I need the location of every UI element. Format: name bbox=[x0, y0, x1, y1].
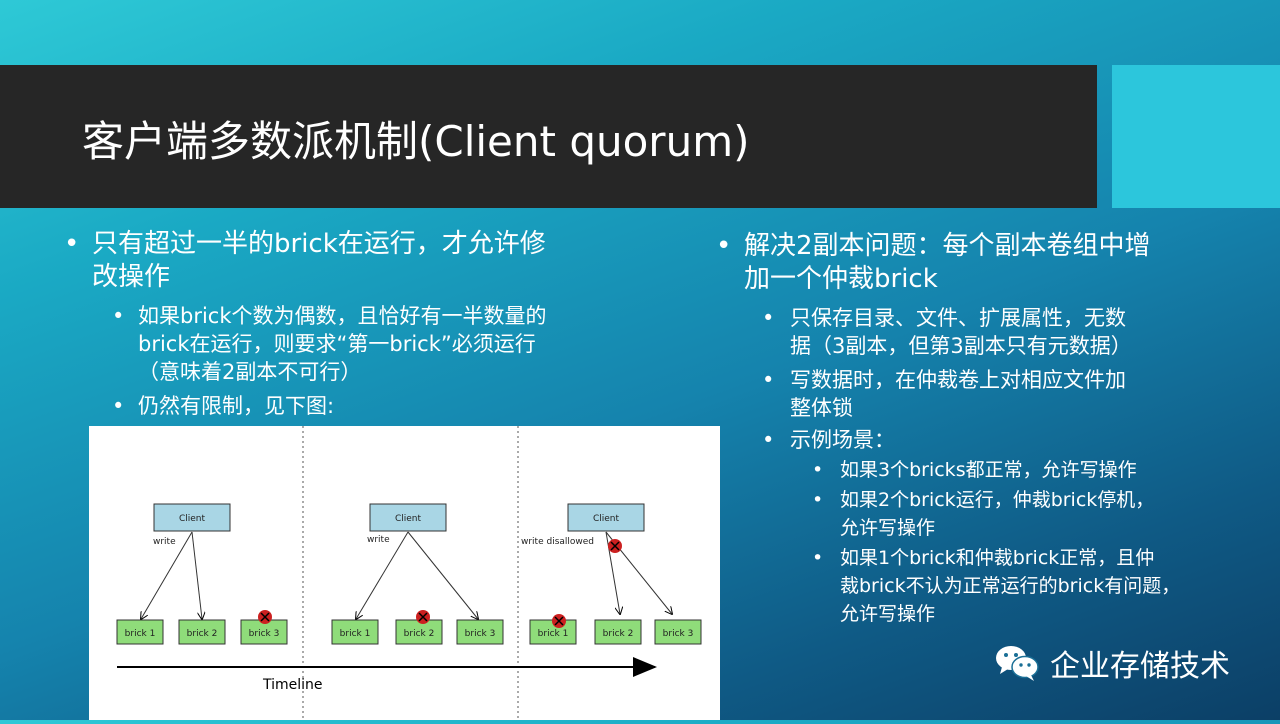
failure-icon bbox=[608, 539, 622, 553]
quorum-diagram-svg: Client write brick 1 brick 2 brick 3 Cli… bbox=[116, 426, 702, 720]
bullet-dot: • bbox=[64, 229, 80, 259]
brick-2-box bbox=[594, 619, 642, 645]
failure-icon bbox=[552, 614, 566, 628]
brand-watermark: 企业存储技术 bbox=[994, 643, 1230, 684]
bullet-dot: • bbox=[812, 459, 824, 481]
left-sub-2-text: 仍然有限制，见下图: bbox=[138, 394, 335, 418]
write-arrow bbox=[407, 531, 478, 619]
bullet-dot: • bbox=[812, 489, 824, 511]
client-label: Client bbox=[395, 514, 422, 524]
right-scenario-3: • 如果1个brick和仲裁brick正常，且仲 裁brick不认为正常运行的b… bbox=[716, 544, 1256, 628]
brick-1-label: brick 1 bbox=[538, 629, 569, 639]
right-sub-3-text: 示例场景： bbox=[790, 428, 895, 452]
write-label: write bbox=[153, 537, 176, 547]
failure-icon bbox=[258, 610, 272, 624]
brick-2-label: brick 2 bbox=[187, 629, 218, 639]
right-sub-2-line1: 写数据时，在仲裁卷上对相应文件加 bbox=[790, 368, 1126, 392]
bullet-dot: • bbox=[762, 306, 775, 330]
bullet-dot: • bbox=[762, 428, 775, 452]
left-bullet-1-line1: 只有超过一半的brick在运行，才允许修 bbox=[92, 229, 546, 259]
left-bullet-1-line2: 改操作 bbox=[92, 262, 171, 292]
right-scenario-1-text: 如果3个bricks都正常，允许写操作 bbox=[840, 459, 1137, 481]
client-box bbox=[369, 503, 447, 532]
right-scenario-3-line1: 如果1个brick和仲裁brick正常，且仲 bbox=[840, 547, 1155, 569]
write-arrow bbox=[191, 531, 202, 619]
left-sub-1-line1: 如果brick个数为偶数，且恰好有一半数量的 bbox=[138, 304, 547, 328]
accent-box bbox=[1112, 65, 1280, 208]
left-sub-1: • 如果brick个数为偶数，且恰好有一半数量的 brick在运行，则要求“第一… bbox=[64, 302, 664, 386]
brick-1-box bbox=[331, 619, 379, 645]
client-label: Client bbox=[593, 514, 620, 524]
wechat-icon bbox=[996, 646, 1039, 681]
right-sub-3: • 示例场景： bbox=[716, 426, 1256, 454]
brick-2-box bbox=[178, 619, 226, 645]
brick-2-label: brick 2 bbox=[404, 629, 435, 639]
brick-2-label: brick 2 bbox=[603, 629, 634, 639]
client-box bbox=[567, 503, 645, 532]
write-arrow bbox=[141, 531, 193, 619]
right-bullet-1: • 解决2副本问题：每个副本卷组中增 加一个仲裁brick bbox=[716, 230, 1256, 296]
left-sub-2: • 仍然有限制，见下图: bbox=[64, 392, 664, 420]
right-scenario-3-line3: 允许写操作 bbox=[840, 603, 936, 625]
brick-1-box bbox=[116, 619, 164, 645]
left-sub-1-line3: （意味着2副本不可行） bbox=[138, 360, 362, 384]
brick-3-box bbox=[240, 619, 288, 645]
write-disallowed-label: write disallowed bbox=[521, 537, 594, 547]
brick-1-label: brick 1 bbox=[125, 629, 156, 639]
right-sub-1-line1: 只保存目录、文件、扩展属性，无数 bbox=[790, 306, 1126, 330]
quorum-diagram: Client write brick 1 brick 2 brick 3 Cli… bbox=[89, 426, 720, 720]
client-box bbox=[153, 503, 231, 532]
right-bullet-1-line2: 加一个仲裁brick bbox=[744, 264, 938, 294]
right-scenario-1: • 如果3个bricks都正常，允许写操作 bbox=[716, 456, 1256, 484]
left-sub-1-line2: brick在运行，则要求“第一brick”必须运行 bbox=[138, 332, 536, 356]
slide-title: 客户端多数派机制(Client quorum) bbox=[82, 117, 750, 166]
brick-3-box bbox=[654, 619, 702, 645]
right-sub-2-line2: 整体锁 bbox=[790, 396, 853, 420]
bullet-dot: • bbox=[716, 231, 732, 261]
bullet-dot: • bbox=[762, 368, 775, 392]
client-label: Client bbox=[179, 514, 206, 524]
left-bullet-1: • 只有超过一半的brick在运行，才允许修 改操作 bbox=[64, 228, 664, 294]
bullet-dot: • bbox=[112, 394, 125, 418]
brick-3-box bbox=[456, 619, 504, 645]
brick-3-label: brick 3 bbox=[249, 629, 280, 639]
brand-name: 企业存储技术 bbox=[1050, 649, 1230, 684]
brick-2-box bbox=[395, 619, 443, 645]
left-bullets: • 只有超过一半的brick在运行，才允许修 改操作 • 如果brick个数为偶… bbox=[64, 228, 664, 420]
right-bullet-1-line1: 解决2副本问题：每个副本卷组中增 bbox=[744, 231, 1151, 261]
write-label: write bbox=[367, 535, 390, 545]
timeline-label: Timeline bbox=[262, 677, 323, 693]
right-sub-1: • 只保存目录、文件、扩展属性，无数 据（3副本，但第3副本只有元数据） bbox=[716, 304, 1256, 360]
right-scenario-2: • 如果2个brick运行，仲裁brick停机， 允许写操作 bbox=[716, 486, 1256, 542]
brick-1-label: brick 1 bbox=[340, 629, 371, 639]
right-sub-1-line2: 据（3副本，但第3副本只有元数据） bbox=[790, 334, 1132, 358]
brick-3-label: brick 3 bbox=[465, 629, 496, 639]
title-bar bbox=[0, 65, 1097, 208]
right-scenario-2-line1: 如果2个brick运行，仲裁brick停机， bbox=[840, 489, 1155, 511]
bullet-dot: • bbox=[812, 547, 824, 569]
brick-3-label: brick 3 bbox=[663, 629, 694, 639]
right-scenario-2-line2: 允许写操作 bbox=[840, 517, 936, 539]
write-arrow bbox=[356, 531, 409, 619]
right-sub-2: • 写数据时，在仲裁卷上对相应文件加 整体锁 bbox=[716, 366, 1256, 422]
right-bullets: • 解决2副本问题：每个副本卷组中增 加一个仲裁brick • 只保存目录、文件… bbox=[716, 230, 1256, 628]
failure-icon bbox=[416, 610, 430, 624]
bullet-dot: • bbox=[112, 304, 125, 328]
right-scenario-3-line2: 裁brick不认为正常运行的brick有问题， bbox=[840, 575, 1181, 597]
